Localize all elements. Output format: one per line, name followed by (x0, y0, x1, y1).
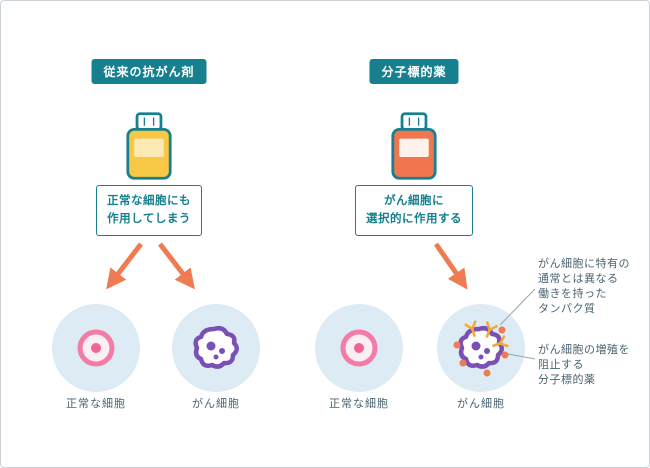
left-arrows-icon (106, 242, 195, 290)
header-conventional-drug: 従来の抗がん剤 (91, 59, 207, 84)
annotation-line: タンパク質 (538, 303, 596, 315)
drug-molecule-dots (453, 326, 509, 377)
annotation-protein: がん細胞に特有の 通常とは異なる 働きを持った タンパク質 (538, 257, 630, 317)
cancer-cell-with-drug-icon (433, 300, 529, 396)
normal-cell-svg (52, 304, 140, 392)
normal-cell-icon (311, 300, 407, 396)
normal-cell-icon (48, 300, 144, 396)
targeted-effect-box: がん細胞に 選択的に作用する (355, 185, 473, 236)
normal-cell-svg (315, 304, 403, 392)
effect-text-line: がん細胞に (384, 195, 444, 207)
annotation-line: 通常とは異なる (538, 273, 619, 285)
cell-label-cancer-right: がん細胞 (457, 398, 505, 410)
cell-label-cancer-left: がん細胞 (192, 398, 240, 410)
annotation-line: 分子標的薬 (538, 374, 596, 386)
header-targeted-drug: 分子標的薬 (369, 59, 459, 84)
conventional-effect-box: 正常な細胞にも 作用してしまう (96, 185, 202, 236)
annotation-drug: がん細胞の増殖を 阻止する 分子標的薬 (538, 343, 630, 388)
bottle-svg (126, 112, 172, 180)
bottle-svg (391, 112, 437, 180)
cancer-cell-drug-svg (437, 304, 525, 392)
effect-text-line: 選択的に作用する (366, 213, 462, 226)
annotation-line: がん細胞に特有の (538, 258, 630, 270)
cell-label-normal-left: 正常な細胞 (66, 398, 126, 410)
cancer-cell-icon (168, 300, 264, 396)
annotation-line: 阻止する (538, 359, 584, 371)
cancer-cell-svg (172, 304, 260, 392)
targeted-drug-bottle-icon (384, 111, 444, 181)
effect-text-line: 作用してしまう (107, 213, 191, 226)
header-conventional-drug-label: 従来の抗がん剤 (103, 65, 195, 79)
effect-text-line: 正常な細胞にも (107, 195, 191, 207)
conventional-drug-bottle-icon (119, 111, 179, 181)
cell-label-normal-right: 正常な細胞 (329, 398, 389, 410)
annotation-line: がん細胞の増殖を (538, 344, 630, 356)
receptor-protein-icons (464, 320, 509, 348)
annotation-line: 働きを持った (538, 288, 607, 300)
right-arrow-icon (433, 242, 468, 290)
header-targeted-drug-label: 分子標的薬 (381, 65, 447, 79)
